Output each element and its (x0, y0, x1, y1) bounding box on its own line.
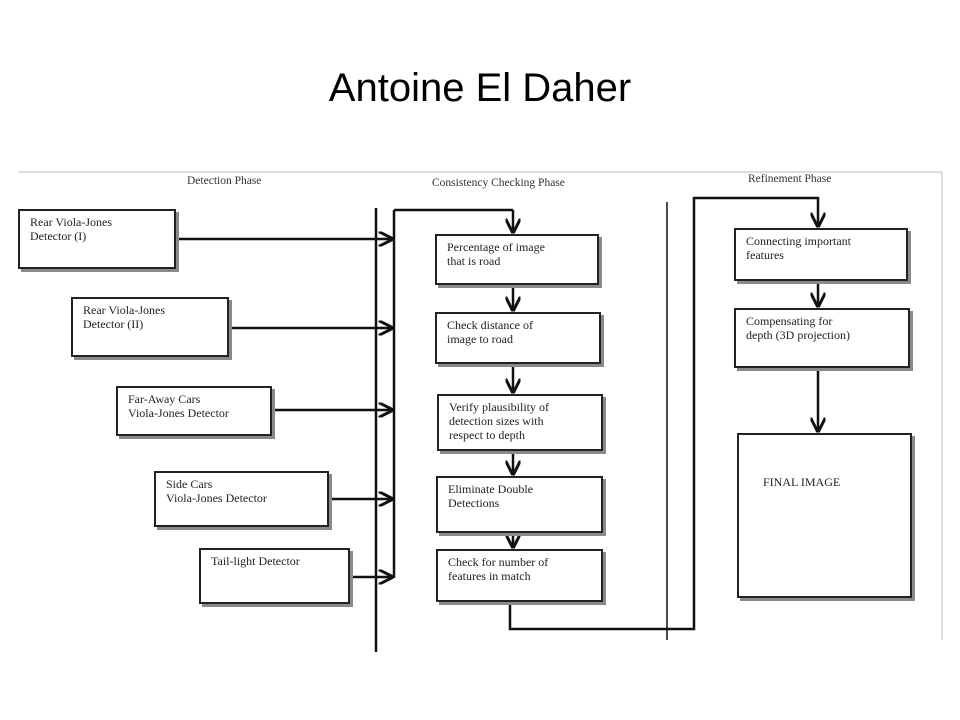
final-image: FINAL IMAGE (737, 433, 912, 598)
detector-tail-light: Tail-light Detector (199, 548, 350, 604)
detector-far-away: Far-Away Cars Viola-Jones Detector (116, 386, 272, 436)
arrow-to-refinement (508, 196, 818, 631)
detector-rear-2: Rear Viola-Jones Detector (II) (71, 297, 229, 357)
phase-label-consistency: Consistency Checking Phase (432, 177, 565, 189)
check-distance-to-road: Check distance of image to road (435, 312, 601, 364)
detector-rear-1: Rear Viola-Jones Detector (I) (18, 209, 176, 269)
refine-connecting-features: Connecting important features (734, 228, 908, 281)
refine-depth-compensation: Compensating for depth (3D projection) (734, 308, 910, 368)
slide-title: Antoine El Daher (328, 66, 632, 110)
check-road-percentage: Percentage of image that is road (435, 234, 599, 285)
check-feature-count: Check for number of features in match (436, 549, 603, 602)
check-size-plausibility: Verify plausibility of detection sizes w… (437, 394, 603, 451)
phase-label-detection: Detection Phase (187, 175, 262, 187)
check-double-detections: Eliminate Double Detections (436, 476, 603, 533)
detector-side-cars: Side Cars Viola-Jones Detector (154, 471, 329, 527)
phase-label-refinement: Refinement Phase (748, 173, 832, 185)
